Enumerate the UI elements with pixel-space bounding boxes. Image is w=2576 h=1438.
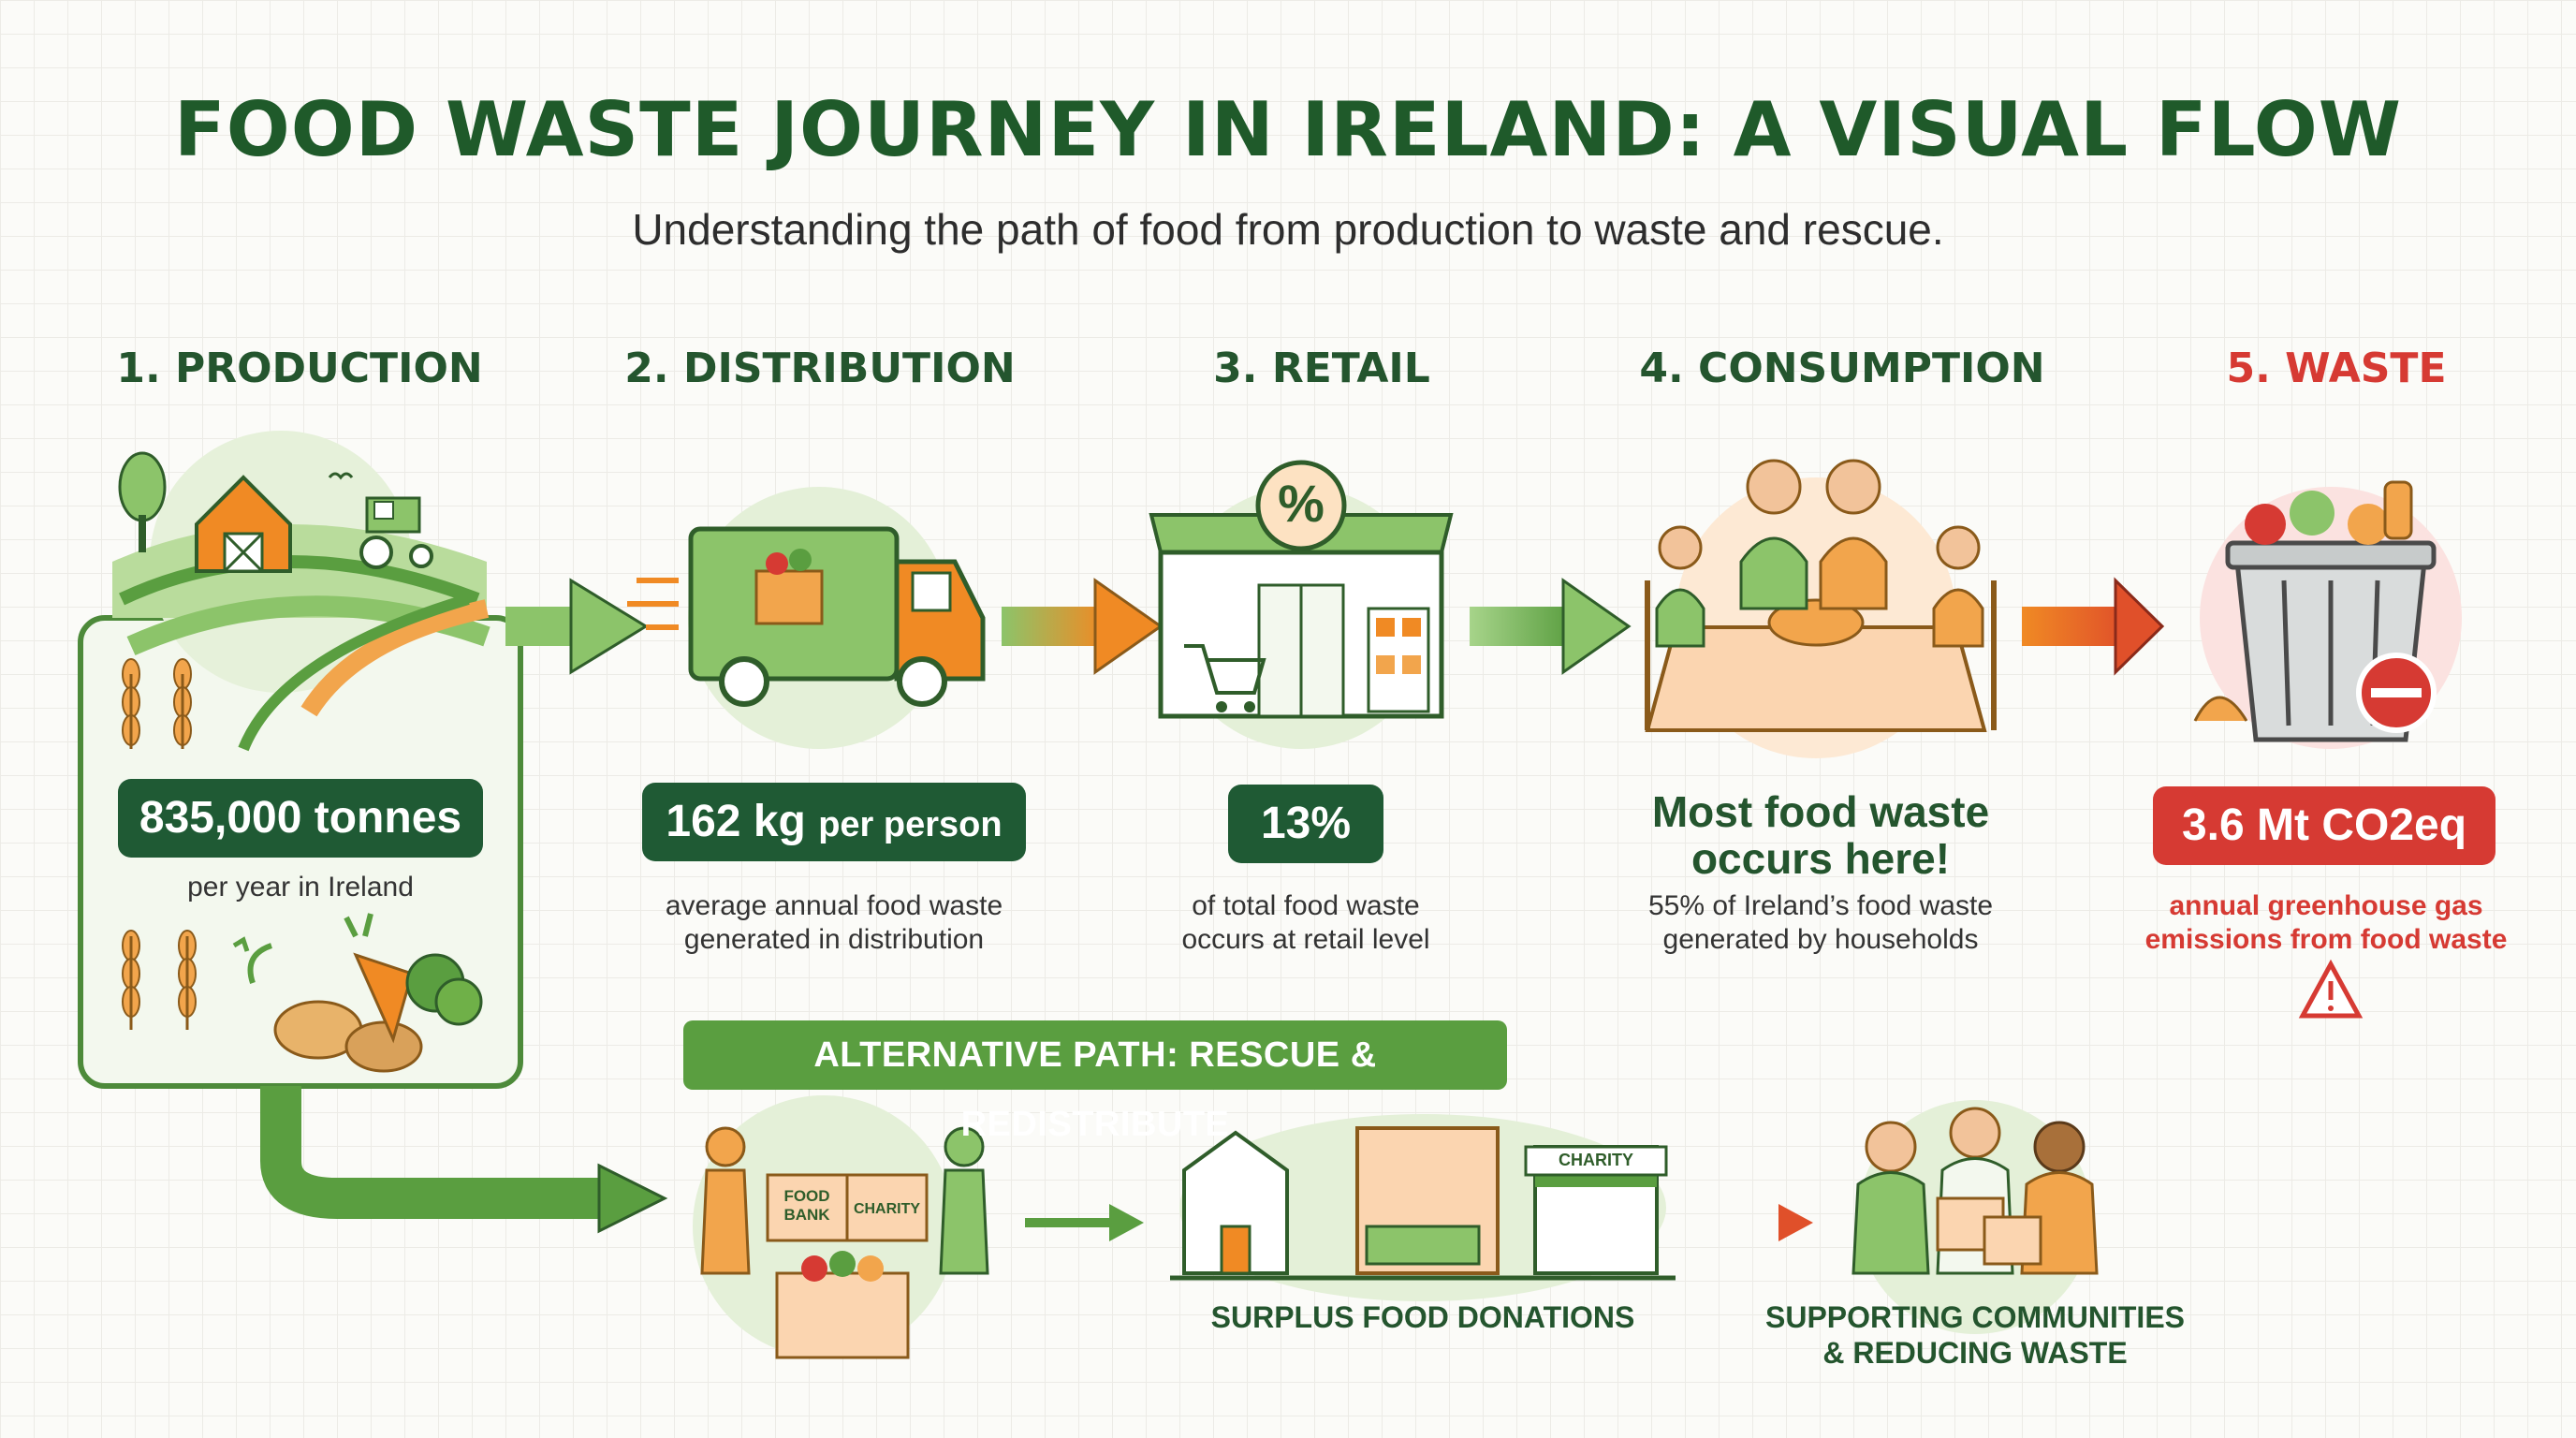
trash-bin-icon (2193, 480, 2462, 749)
stage-heading-waste: 5. WASTE (2226, 345, 2447, 392)
distribution-note: average annual food waste generated in d… (665, 890, 1003, 955)
percent-sign: % (1278, 474, 1325, 533)
stage-heading-consumption: 4. CONSUMPTION (1639, 345, 2045, 392)
arrow-alt-2 (1694, 1204, 1813, 1241)
arrow-alt-1 (1025, 1204, 1144, 1241)
consumption-headline: Most food waste occurs here! (1651, 787, 1990, 883)
stage-heading-production: 1. PRODUCTION (116, 345, 483, 392)
waste-note: annual greenhouse gas emissions from foo… (2144, 890, 2508, 955)
charity-shop-sign: CHARITY (1559, 1151, 1633, 1169)
production-panel (78, 431, 523, 1089)
arrow-retail-consumption (1470, 578, 1632, 675)
tractor-icon (359, 496, 433, 569)
page-title: FOOD WASTE JOURNEY IN IRELAND: A VISUAL … (174, 86, 2402, 173)
community-label: SUPPORTING COMMUNITIES & REDUCING WASTE (1764, 1300, 2185, 1370)
charity-box-label: CHARITY (853, 1201, 921, 1217)
stage-heading-retail: 3. RETAIL (1213, 345, 1430, 392)
food-bank-handover-icon (693, 1095, 989, 1359)
arrow-consumption-waste (2022, 577, 2165, 676)
tree-icon (118, 451, 167, 552)
store-icon (1149, 460, 1454, 749)
alternative-path-banner: ALTERNATIVE PATH: RESCUE & REDISTRIBUTE (683, 1020, 1507, 1144)
warning-icon (2298, 959, 2364, 1019)
vegetables-icon (232, 913, 483, 1073)
retail-note: of total food waste occurs at retail lev… (1181, 890, 1430, 955)
arrow-production-distribution (505, 578, 649, 675)
community-buildings-icon (1170, 1114, 1676, 1301)
food-bank-box-label: FOOD BANK (783, 1187, 830, 1224)
donations-label: SURPLUS FOOD DONATIONS (1210, 1300, 1635, 1334)
waste-stat: 3.6 Mt CO2eq (2153, 786, 2496, 865)
family-dining-icon (1645, 459, 1997, 758)
arrow-distribution-retail (1002, 578, 1164, 675)
community-people-icon (1852, 1100, 2099, 1334)
production-note: per year in Ireland (187, 872, 414, 902)
stage-heading-distribution: 2. DISTRIBUTION (624, 345, 1016, 392)
consumption-note: 55% of Ireland’s food waste generated by… (1647, 890, 1993, 955)
truck-icon (627, 487, 986, 749)
distribution-stat: 162 kg per person (642, 783, 1026, 861)
retail-stat: 13% (1228, 785, 1383, 863)
production-stat: 835,000 tonnes (118, 779, 483, 858)
barn-icon (195, 475, 292, 573)
page-subtitle: Understanding the path of food from prod… (632, 205, 1944, 254)
